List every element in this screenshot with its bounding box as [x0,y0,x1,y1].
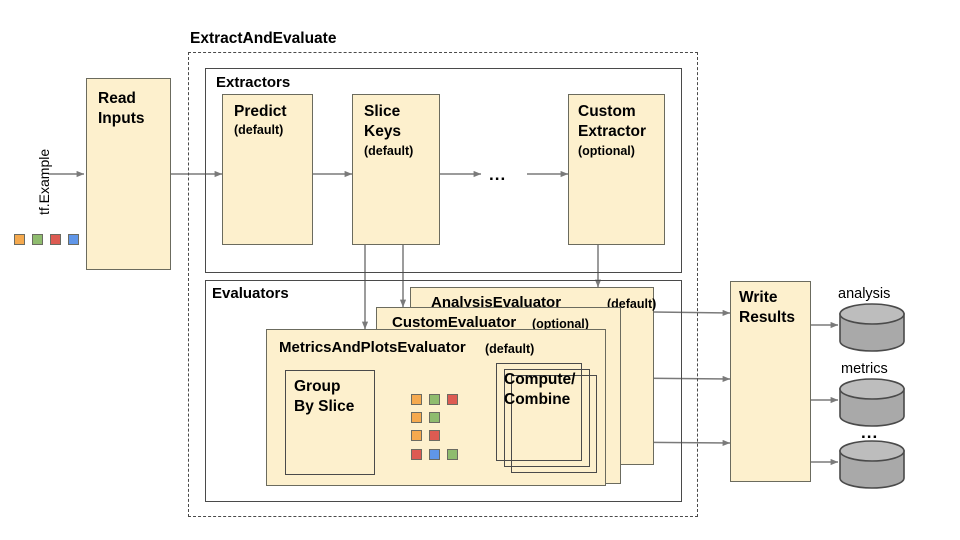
group-by-slice-node[interactable]: Group By Slice [285,370,375,475]
custom-extractor-label-line1: Custom [578,103,636,120]
metrics-evaluator-name: MetricsAndPlotsEvaluator [279,339,466,356]
slice-keys-qualifier: (default) [364,144,414,158]
write-results-node[interactable]: Write Results [730,281,811,482]
compute-combine-node[interactable]: Compute/ Combine [496,363,582,461]
extractors-section-label: Extractors [216,74,291,91]
evaluators-section [205,280,682,502]
swatch-green [32,234,43,245]
swatch-orange [14,234,25,245]
output-label-analysis: analysis [838,286,891,302]
predict-qualifier: (default) [234,123,284,137]
compute-combine-line1: Compute/ [504,371,576,388]
custom-extractor-label-line2: Extractor [578,123,647,140]
cylinder-analysis [839,303,905,352]
read-inputs-label-line2: Inputs [98,110,145,127]
metrics-evaluator-qualifier: (default) [485,342,535,356]
custom-evaluator-name: CustomEvaluator [392,314,517,331]
input-label: tf.Example [36,148,52,215]
slice-swatch [429,412,440,423]
compute-combine-stack-mid [504,369,590,467]
group-by-slice-line2: By Slice [294,398,355,415]
cylinder-other [839,440,905,489]
slice-swatch [447,449,458,460]
slice-swatch [429,430,440,441]
read-inputs-node[interactable]: Read Inputs [86,78,171,270]
slice-swatch [411,394,422,405]
group-by-slice-line1: Group [294,378,341,395]
compute-combine-stack-back [511,375,597,473]
output-label-metrics: metrics [841,361,888,377]
analysis-evaluator-name: AnalysisEvaluator [431,294,562,311]
write-results-line1: Write [739,289,778,306]
slice-swatch [411,449,422,460]
evaluators-section-label: Evaluators [212,285,289,302]
output-label-other: ... [861,423,879,442]
extract-and-evaluate-container [188,52,698,517]
write-results-line2: Results [739,309,795,326]
custom-evaluator-qualifier: (optional) [532,317,589,331]
slice-swatch [429,394,440,405]
slice-swatch [411,430,422,441]
evaluator-card-metrics-and-plots[interactable]: MetricsAndPlotsEvaluator (default) [266,329,606,486]
extractor-node-custom[interactable]: Custom Extractor (optional) [568,94,665,245]
slice-swatch [447,394,458,405]
swatch-blue [68,234,79,245]
slice-swatch [411,412,422,423]
swatch-red [50,234,61,245]
slice-keys-label-line1: Slice [364,103,401,120]
extractor-node-slice-keys[interactable]: Slice Keys (default) [352,94,440,245]
cylinder-metrics [839,378,905,427]
slice-swatch [429,449,440,460]
predict-label: Predict [234,103,287,120]
diagram-title: ExtractAndEvaluate [190,30,337,47]
read-inputs-label-line1: Read [98,90,136,107]
extractor-node-predict[interactable]: Predict (default) [222,94,313,245]
slice-keys-label-line2: Keys [364,123,402,140]
extractors-section [205,68,682,273]
extractors-ellipsis: ... [489,165,507,184]
compute-combine-line2: Combine [504,391,571,408]
custom-extractor-qualifier: (optional) [578,144,635,158]
